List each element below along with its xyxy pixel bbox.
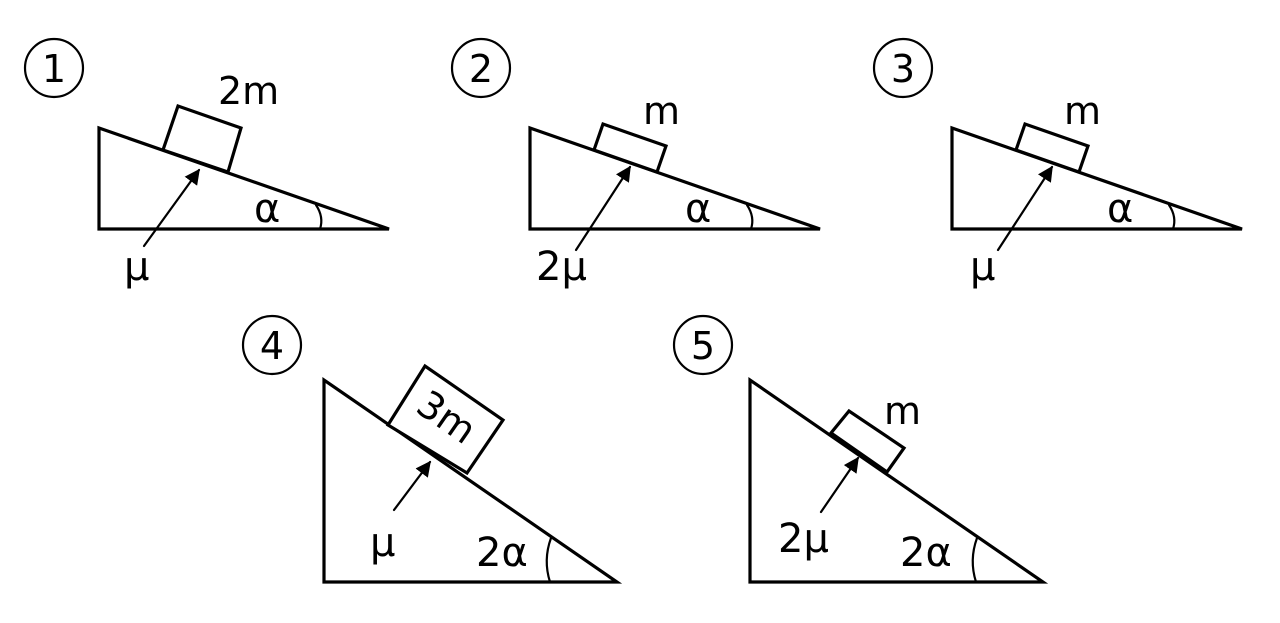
incline-4: [322, 376, 623, 584]
incline-5: [748, 376, 1049, 584]
mass-label-2: m: [643, 89, 680, 133]
block-4: [385, 363, 506, 476]
diagram-4: 4 3m μ 2α: [241, 314, 623, 584]
friction-label-5: 2μ: [778, 516, 829, 562]
friction-arrow-1: [142, 168, 201, 248]
friction-label-1: μ: [124, 244, 149, 290]
friction-arrow-5: [819, 456, 860, 514]
angle-label-4: 2α: [476, 530, 528, 576]
diagram-1: 1 2m μ α: [23, 37, 390, 290]
angle-label-5: 2α: [900, 530, 952, 576]
friction-arrow-2: [574, 165, 632, 252]
angle-arc-2: [745, 203, 754, 231]
number-label-3: 3: [891, 47, 915, 91]
number-circle-2: [450, 37, 512, 99]
angle-arc-1: [314, 203, 323, 231]
number-label-2: 2: [469, 47, 493, 91]
mass-label-3: m: [1064, 89, 1101, 133]
incline-3: [950, 125, 1243, 231]
incline-1: [97, 125, 390, 231]
number-label-5: 5: [691, 324, 715, 368]
angle-label-3: α: [1107, 186, 1133, 232]
mass-label-1: 2m: [218, 69, 279, 113]
angle-arc-4: [545, 536, 553, 584]
block-2: [591, 121, 669, 175]
friction-arrow-4: [392, 460, 432, 512]
number-circle-3: [872, 37, 934, 99]
number-circle-5: [672, 314, 734, 376]
diagram-5: 5 m 2μ 2α: [672, 314, 1049, 584]
angle-arc-3: [1167, 203, 1176, 231]
mass-label-5: m: [884, 389, 921, 433]
friction-label-4: μ: [370, 520, 395, 566]
block-5: [828, 408, 907, 475]
number-label-1: 1: [42, 47, 66, 91]
number-circle-4: [241, 314, 303, 376]
block-3: [1013, 121, 1091, 175]
block-1: [160, 103, 243, 175]
friction-label-2: 2μ: [536, 244, 587, 290]
friction-arrow-3: [996, 165, 1054, 252]
friction-label-3: μ: [970, 244, 995, 290]
diagram-2: 2 m 2μ α: [450, 37, 821, 290]
angle-arc-5: [971, 536, 979, 584]
angle-label-1: α: [254, 186, 280, 232]
number-label-4: 4: [260, 324, 284, 368]
number-circle-1: [23, 37, 85, 99]
diagram-3: 3 m μ α: [872, 37, 1243, 290]
angle-label-2: α: [685, 186, 711, 232]
incline-2: [528, 125, 821, 231]
